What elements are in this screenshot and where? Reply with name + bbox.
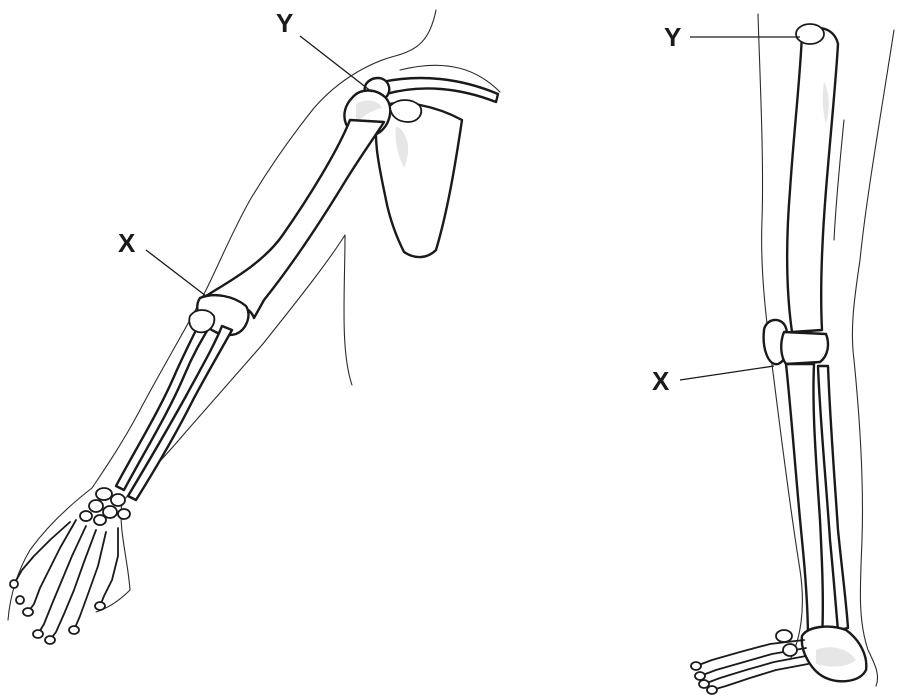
radius-bone (128, 326, 232, 500)
femur-bone (787, 28, 838, 332)
leg-label-y: Y (664, 22, 681, 52)
arm-leader-x (146, 250, 206, 296)
arm-leader-y (300, 36, 372, 92)
foot-bones (691, 630, 808, 694)
leg-skin-front (852, 30, 894, 686)
carpal-bones (80, 488, 130, 525)
leg-figure: Y X (652, 14, 894, 694)
humerus-bone (206, 120, 384, 318)
arm-label-x: X (118, 228, 136, 258)
finger-bones (10, 520, 118, 644)
leg-leader-x (680, 366, 774, 380)
clavicle-bone (382, 78, 498, 102)
knee-joint (781, 332, 828, 364)
arm-figure: Y X (8, 8, 500, 644)
arm-label-y: Y (276, 8, 293, 38)
femur-head (796, 24, 824, 44)
leg-label-x: X (652, 366, 670, 396)
tibia-bone (786, 364, 823, 640)
scapula-bone (376, 103, 462, 257)
ulna-bone (116, 314, 214, 490)
